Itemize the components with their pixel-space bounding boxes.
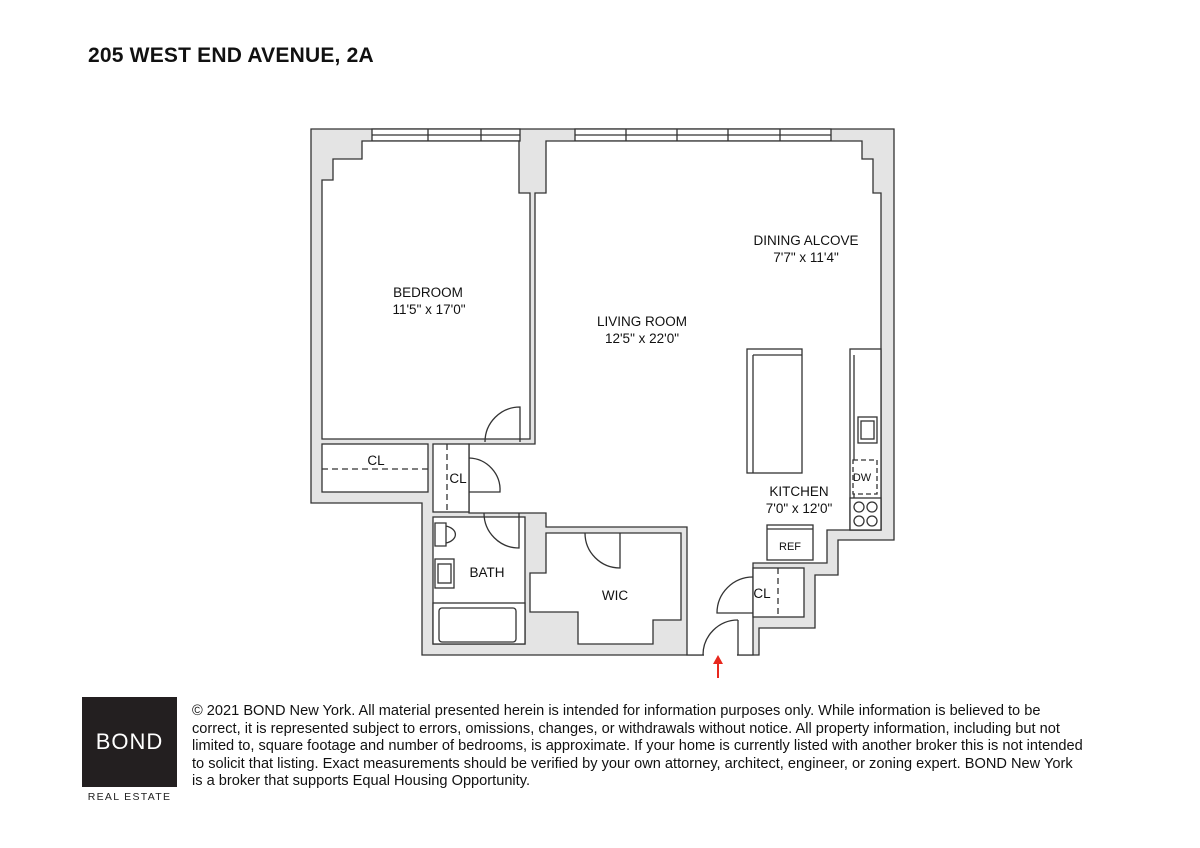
bedroom-area xyxy=(321,140,531,440)
disclaimer-line: correct, it is represented subject to er… xyxy=(192,720,1060,737)
disclaimer-line: to solicit that listing. Exact measureme… xyxy=(192,755,1073,772)
entry-closet-label: CL xyxy=(753,586,771,601)
hall-closet-label: CL xyxy=(449,471,467,486)
bedroom-size: 11'5" x 17'0" xyxy=(392,302,465,317)
logo-text: BOND xyxy=(95,729,164,754)
living-room-label: LIVING ROOM xyxy=(597,314,687,329)
disclaimer-line: © 2021 BOND New York. All material prese… xyxy=(192,703,1041,719)
kitchen-island xyxy=(746,348,803,474)
dining-alcove-size: 7'7" x 11'4" xyxy=(773,250,839,265)
bath-label: BATH xyxy=(469,565,504,580)
disclaimer-line: limited to, square footage and number of… xyxy=(192,738,1083,755)
door-swings xyxy=(468,406,754,656)
listing-title: 205 WEST END AVENUE, 2A xyxy=(88,44,374,67)
living-room-size: 12'5" x 22'0" xyxy=(605,331,679,346)
dishwasher xyxy=(852,459,878,495)
windows xyxy=(371,128,832,142)
dw-label: DW xyxy=(853,472,872,484)
wic-label: WIC xyxy=(602,588,628,603)
dining-alcove-label: DINING ALCOVE xyxy=(753,233,858,248)
logo-subtitle: REAL ESTATE xyxy=(87,791,172,803)
toilet xyxy=(434,522,457,547)
disclaimer: © 2021 BOND New York. All material prese… xyxy=(192,703,1083,791)
wic-area xyxy=(529,532,682,645)
ref-label: REF xyxy=(779,541,801,553)
kitchen-size: 7'0" x 12'0" xyxy=(766,501,833,516)
bedroom-label: BEDROOM xyxy=(393,285,463,300)
disclaimer-line: is a broker that supports Equal Housing … xyxy=(192,773,531,790)
bedroom-closet-area xyxy=(321,443,429,493)
entry-arrow-icon xyxy=(713,655,723,678)
kitchen-label: KITCHEN xyxy=(769,484,828,499)
bond-logo: BOND xyxy=(82,697,177,787)
bedroom-closet-label: CL xyxy=(367,453,385,468)
refrigerator xyxy=(766,524,814,561)
hall-closet-area xyxy=(432,443,470,513)
stove xyxy=(849,497,882,531)
